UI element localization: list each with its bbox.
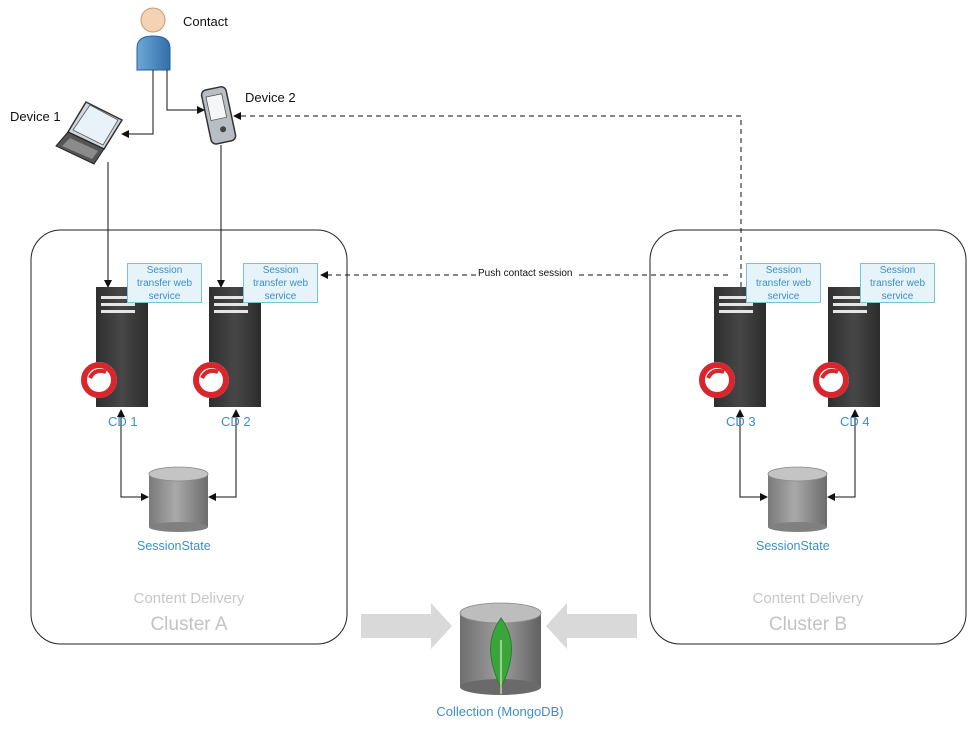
ws-line3: service xyxy=(767,291,800,302)
session-transfer-ws-cd3: Session transfer web service xyxy=(746,263,821,303)
sessionstate-database-icon xyxy=(148,466,209,532)
sitecore-logo-icon xyxy=(699,362,735,398)
sessionstate-database-icon xyxy=(767,466,828,532)
cd1-label: CD 1 xyxy=(108,414,138,429)
sitecore-logo-icon xyxy=(193,362,229,398)
contact-label: Contact xyxy=(183,14,228,29)
device-1-label: Device 1 xyxy=(10,109,61,124)
session-transfer-ws-cd2: Session transfer web service xyxy=(243,263,318,303)
ws-line2: transfer web xyxy=(869,278,926,289)
cd4-sessionstate-connector xyxy=(827,409,859,501)
sessionstate-label-a: SessionState xyxy=(137,539,211,553)
ws-line2: transfer web xyxy=(755,278,812,289)
cd2-label: CD 2 xyxy=(221,414,251,429)
cd3-to-device2-dashed-line xyxy=(233,112,742,287)
cluster-b-title: Content Delivery xyxy=(752,590,864,607)
ws-line1: Session xyxy=(146,265,183,276)
ws-line1: Session xyxy=(765,265,802,276)
ws-line3: service xyxy=(881,291,914,302)
ws-line2: transfer web xyxy=(252,278,309,289)
ws-line3: service xyxy=(148,291,181,302)
sessionstate-label-b: SessionState xyxy=(756,539,830,553)
smartphone-icon xyxy=(200,86,237,145)
cd3-sessionstate-connector xyxy=(736,409,768,501)
mongodb-database-icon xyxy=(459,602,542,695)
ws-line1: Session xyxy=(262,265,299,276)
session-transfer-ws-cd4: Session transfer web service xyxy=(860,263,935,303)
sitecore-logo-icon xyxy=(81,362,117,398)
cluster-a-name: Cluster A xyxy=(150,614,228,635)
ws-line1: Session xyxy=(879,265,916,276)
cluster-a-to-mongo-arrow xyxy=(361,603,452,649)
sitecore-logo-icon xyxy=(813,362,849,398)
cd3-label: CD 3 xyxy=(726,414,756,429)
push-contact-session-label: Push contact session xyxy=(476,268,575,279)
cluster-b-to-mongo-arrow xyxy=(546,603,637,649)
laptop-icon xyxy=(55,101,124,165)
contact-to-device2-line xyxy=(166,70,205,114)
cd1-sessionstate-connector xyxy=(117,409,149,501)
collection-mongodb-label: Collection (MongoDB) xyxy=(436,704,564,719)
device-2-label: Device 2 xyxy=(245,90,296,105)
session-transfer-ws-cd1: Session transfer web service xyxy=(127,263,202,303)
cluster-a-title: Content Delivery xyxy=(133,590,245,607)
ws-line2: transfer web xyxy=(136,278,193,289)
cluster-b-name: Cluster B xyxy=(768,614,848,635)
contact-person-icon xyxy=(136,7,171,71)
contact-to-device1-line xyxy=(121,70,154,138)
cd2-sessionstate-connector xyxy=(208,409,240,501)
ws-line3: service xyxy=(264,291,297,302)
cd4-label: CD 4 xyxy=(840,414,870,429)
